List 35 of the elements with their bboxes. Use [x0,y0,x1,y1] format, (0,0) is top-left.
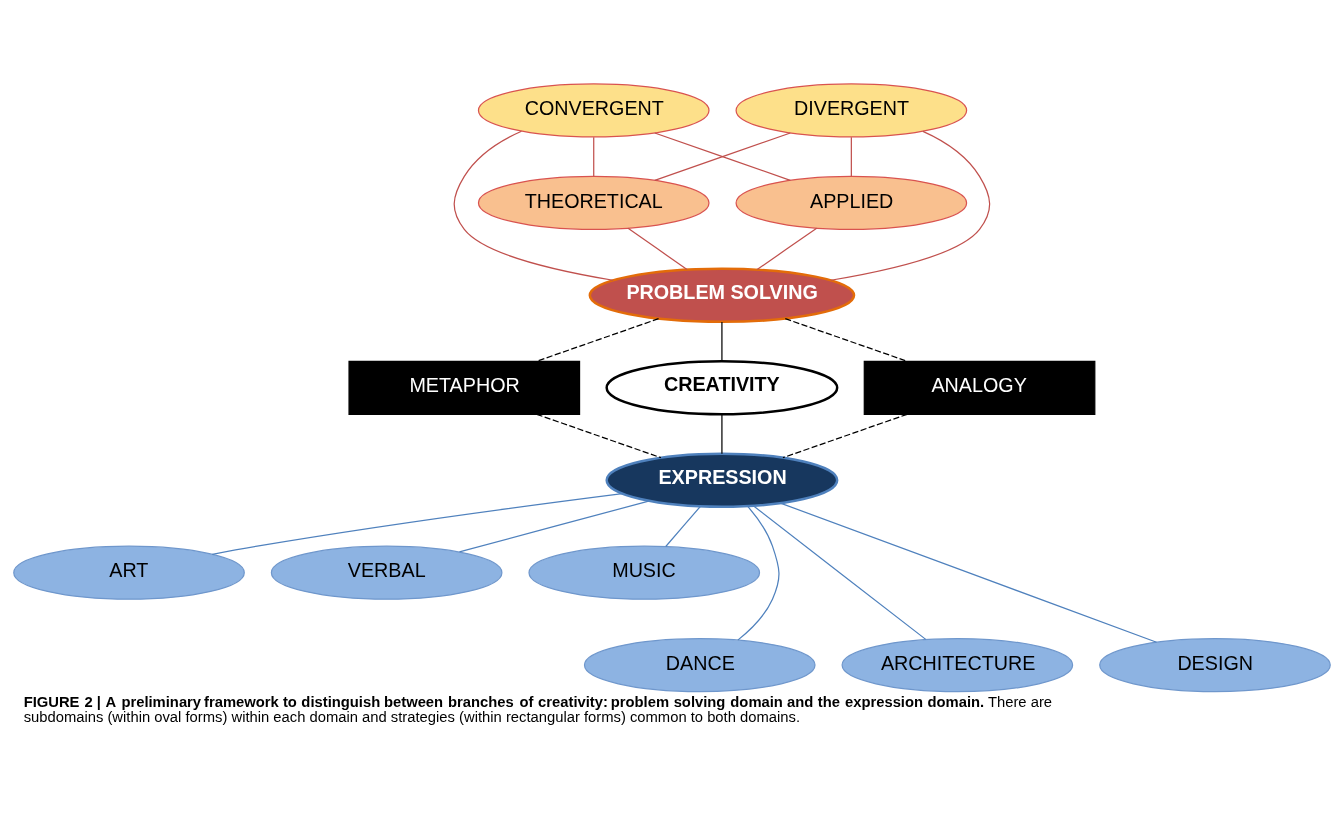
connector [737,505,780,641]
node-ellipse: VERBAL [270,545,503,600]
connector [782,413,908,458]
node-ellipse: DANCE [583,637,816,692]
connector [453,130,614,281]
node-ellipse: EXPRESSION [605,452,839,508]
node-ellipse: DESIGN [1099,637,1331,692]
connector [753,504,927,640]
node-ellipse: DIVERGENT [735,82,968,138]
connector [211,492,624,555]
connector [654,131,791,181]
connector [536,317,660,362]
connector [784,317,908,362]
connector [536,413,662,458]
connector [721,413,723,454]
connector [756,227,818,270]
node-ellipse: CONVERGENT [477,82,710,138]
node-box: ANALOGY [863,360,1096,415]
node-ellipse: ART [13,545,245,600]
node-ellipse: ARCHITECTURE [841,637,1074,692]
connector [850,136,852,177]
node-ellipse: THEORETICAL [477,175,710,230]
connector [779,502,1158,643]
connector [721,321,723,362]
node-ellipse: MUSIC [528,545,761,600]
caption: FIGURE 2 | A preliminary framework to distinguish between branches of creativity: problem solving domain and the expression domain. There are subdomains (within oval forms) within each domain and strategies (within rectangular forms) common to both domains. [23,693,1053,725]
connector [593,136,595,177]
connector [830,130,991,281]
connector [458,499,651,552]
node-ellipse: APPLIED [735,175,968,230]
node-ellipse: PROBLEM SOLVING [588,267,856,323]
node-ellipse: CREATIVITY [605,359,839,415]
connector [665,505,701,547]
connector [627,227,688,270]
node-box: METAPHOR [348,360,581,415]
